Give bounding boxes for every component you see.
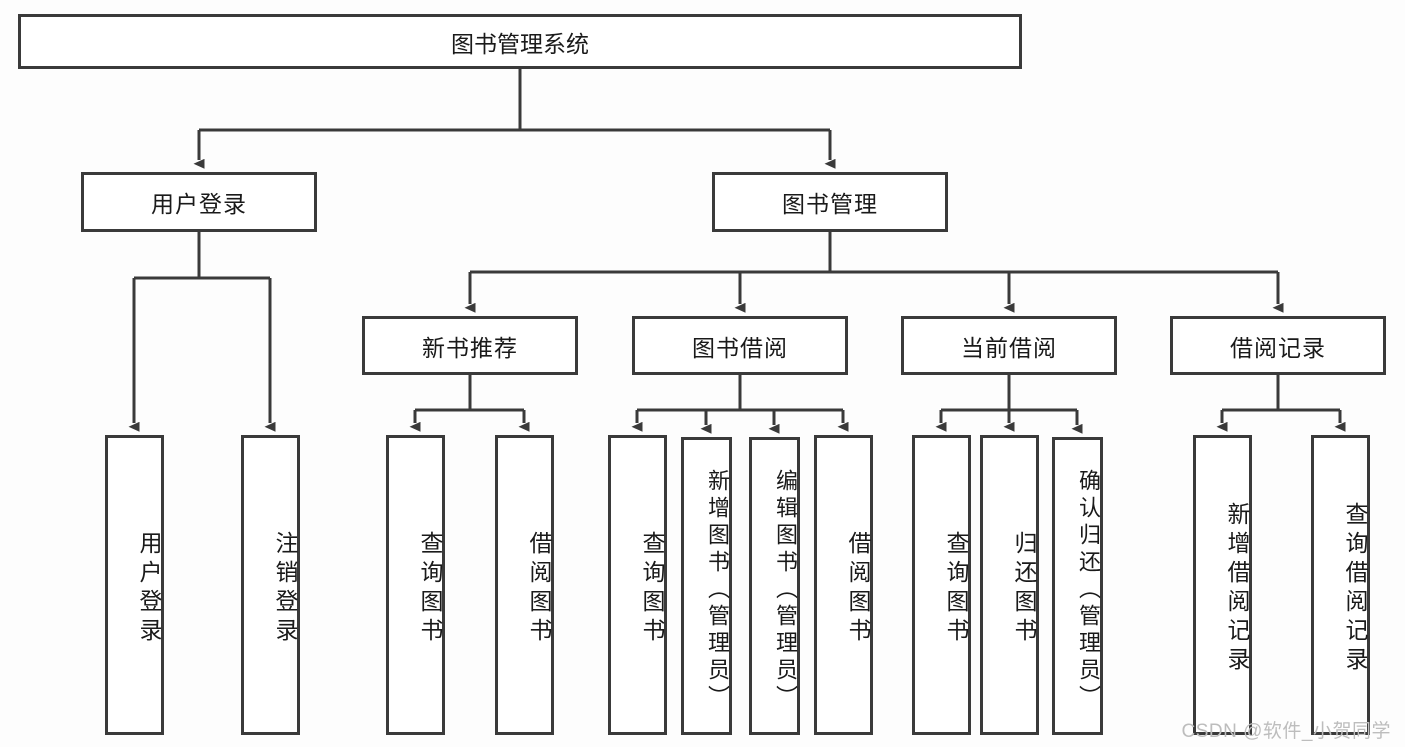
leaf-borrow-add-book-admin[interactable]: 新增图书（管理员）: [681, 437, 732, 735]
node-label: 查询图书: [639, 531, 665, 647]
node-label: 新增借阅记录: [1224, 502, 1250, 676]
leaf-current-confirm-return-admin[interactable]: 确认归还（管理员）: [1052, 437, 1103, 735]
leaf-recommend-query-book[interactable]: 查询图书: [386, 435, 445, 735]
node-label: 当前借阅: [961, 334, 1057, 361]
leaf-record-add-record[interactable]: 新增借阅记录: [1193, 435, 1252, 735]
node-label: 新书推荐: [422, 334, 518, 361]
node-label: 编辑图书（管理员）: [773, 468, 798, 712]
node-label: 确认归还（管理员）: [1076, 468, 1101, 712]
node-label: 用户登录: [151, 191, 247, 217]
node-borrow-record[interactable]: 借阅记录: [1170, 316, 1386, 375]
node-current-borrow[interactable]: 当前借阅: [901, 316, 1117, 375]
leaf-user-login-logout[interactable]: 注销登录: [241, 435, 300, 735]
node-label: 借阅记录: [1230, 334, 1326, 361]
leaf-borrow-query-book[interactable]: 查询图书: [608, 435, 667, 735]
node-label: 图书管理: [782, 191, 878, 217]
node-label: 新增图书（管理员）: [705, 468, 730, 712]
node-label: 查询借阅记录: [1342, 502, 1368, 676]
node-label: 图书管理系统: [451, 30, 589, 57]
node-new-book-recommend[interactable]: 新书推荐: [362, 316, 578, 375]
leaf-current-return-book[interactable]: 归还图书: [980, 435, 1039, 735]
leaf-borrow-borrow-book[interactable]: 借阅图书: [814, 435, 873, 735]
leaf-current-query-book[interactable]: 查询图书: [912, 435, 971, 735]
leaf-record-query-record[interactable]: 查询借阅记录: [1311, 435, 1370, 735]
node-label: 归还图书: [1011, 531, 1037, 647]
node-label: 查询图书: [417, 531, 443, 647]
node-book-borrow[interactable]: 图书借阅: [632, 316, 848, 375]
node-root-system[interactable]: 图书管理系统: [18, 14, 1022, 69]
node-label: 查询图书: [943, 531, 969, 647]
node-label: 借阅图书: [845, 531, 871, 647]
watermark-text: CSDN @软件_小贺同学: [1181, 721, 1391, 742]
node-label: 注销登录: [272, 531, 298, 647]
leaf-recommend-borrow-book[interactable]: 借阅图书: [495, 435, 554, 735]
node-user-login[interactable]: 用户登录: [81, 172, 317, 232]
node-label: 用户登录: [136, 531, 162, 647]
node-label: 图书借阅: [692, 334, 788, 361]
node-book-management[interactable]: 图书管理: [712, 172, 948, 232]
leaf-user-login-login[interactable]: 用户登录: [105, 435, 164, 735]
leaf-borrow-edit-book-admin[interactable]: 编辑图书（管理员）: [749, 437, 800, 735]
node-label: 借阅图书: [526, 531, 552, 647]
